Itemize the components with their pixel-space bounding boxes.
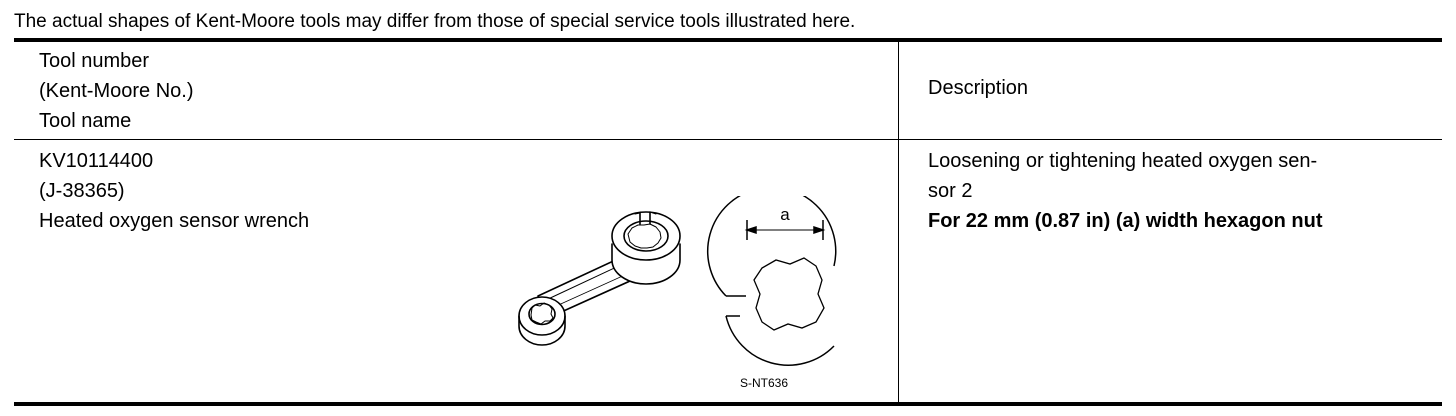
description-line-1: Loosening or tightening heated oxygen se…: [928, 150, 1318, 172]
header-divider-rule: [14, 139, 1442, 140]
column-divider: [898, 42, 899, 402]
header-tool-cell: Tool number (Kent-Moore No.) Tool name: [39, 46, 194, 136]
tool-number: KV10114400: [39, 150, 154, 172]
hexagon-nut-diagram: [707, 196, 837, 366]
dimension-label: a: [780, 205, 790, 224]
kent-moore-number: (J-38365): [39, 180, 125, 202]
description-cell: Loosening or tightening heated oxygen se…: [928, 146, 1428, 236]
table-top-rule: [14, 38, 1442, 42]
header-kent-moore-no: (Kent-Moore No.): [39, 80, 194, 102]
header-tool-name: Tool name: [39, 110, 132, 132]
table-bottom-rule: [14, 402, 1442, 406]
description-spec: For 22 mm (0.87 in) (a) width hexagon nu…: [928, 210, 1323, 232]
wrench-illustration: a: [518, 196, 837, 366]
description-line-2: sor 2: [928, 180, 973, 202]
header-description-cell: Description: [928, 73, 1028, 103]
table-note: The actual shapes of Kent-Moore tools ma…: [14, 11, 856, 32]
header-tool-number: Tool number: [39, 50, 150, 72]
wrench-drawing: [518, 211, 681, 346]
figure-id: S-NT636: [740, 376, 789, 390]
tool-cell: KV10114400 (J-38365) Heated oxygen senso…: [39, 146, 309, 236]
tool-name: Heated oxygen sensor wrench: [39, 210, 310, 232]
header-description: Description: [928, 77, 1029, 99]
